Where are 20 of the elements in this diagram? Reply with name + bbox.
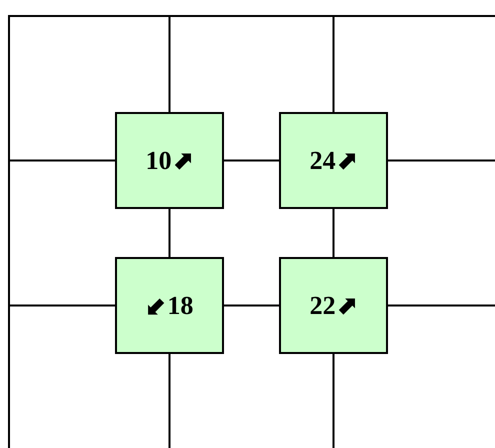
value-box (279, 257, 388, 354)
value-label: 24⬈ (310, 146, 358, 176)
connector-line (332, 354, 334, 448)
value-box (115, 112, 224, 209)
connector-line (388, 304, 495, 306)
connector-line (224, 304, 279, 306)
connector-line (168, 15, 170, 112)
value-box (115, 257, 224, 354)
connector-line (8, 304, 115, 306)
connector-line (332, 15, 334, 112)
connector-line (224, 160, 279, 162)
value-label: ⬋18 (146, 290, 194, 320)
value-label: 10⬈ (146, 146, 194, 176)
connector-line (168, 354, 170, 448)
connector-line (332, 209, 334, 257)
connector-line (388, 160, 495, 162)
value-box (279, 112, 388, 209)
connector-line (8, 160, 115, 162)
connector-line (168, 209, 170, 257)
value-label: 22⬈ (310, 290, 358, 320)
